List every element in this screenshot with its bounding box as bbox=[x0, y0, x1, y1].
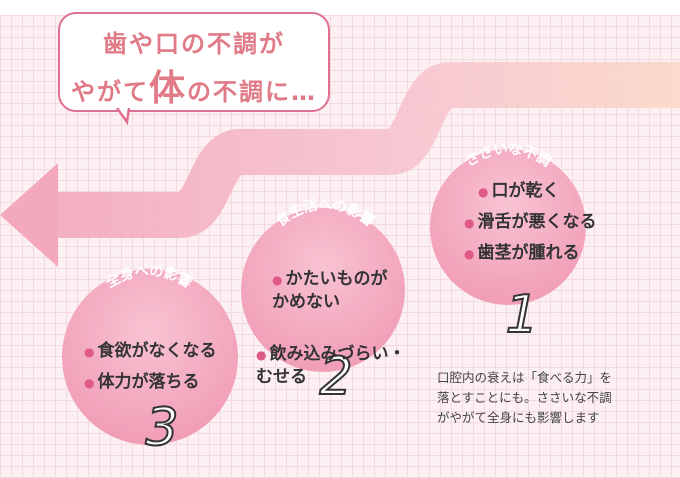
stage-2-number: 2 bbox=[319, 347, 352, 407]
note-text: 口腔内の衰えは「食べる力」を落とすことにも。ささいな不調がやがて全身にも影響しま… bbox=[437, 370, 613, 425]
list-item: ●体力が落ちる bbox=[84, 372, 200, 392]
stage-3-circle bbox=[62, 269, 238, 445]
bubble-tail bbox=[115, 108, 131, 126]
stage-2-items: ●かたいものが かめない ●飲み込みづらい・ むせる bbox=[256, 246, 405, 418]
stage-1-number: 1 bbox=[505, 285, 538, 345]
stage-1-circle bbox=[430, 149, 586, 305]
flow-arrow-head bbox=[0, 163, 58, 267]
list-item: ●食欲がなくなる bbox=[84, 341, 217, 361]
stage-3-number: 3 bbox=[145, 398, 178, 458]
list-item: ●口が乾く bbox=[478, 181, 560, 201]
stage-1-items: ●口が乾く ●滑舌が悪くなる ●歯茎が腫れる bbox=[464, 180, 596, 273]
stage-2-circle bbox=[241, 208, 405, 372]
flow-arrow-body bbox=[50, 62, 680, 238]
list-item: ●かたいものが かめない bbox=[272, 269, 388, 312]
stage-3-items: ●食欲がなくなる ●体力が落ちる bbox=[84, 340, 216, 402]
list-item: ●飲み込みづらい・ むせる bbox=[256, 344, 406, 387]
headline-bubble: 歯や口の不調が やがて体の不調に… bbox=[58, 12, 330, 112]
list-item: ●歯茎が腫れる bbox=[464, 243, 580, 263]
headline-line1: 歯や口の不調が bbox=[103, 30, 285, 58]
list-item: ●滑舌が悪くなる bbox=[464, 212, 597, 232]
headline-line2: やがて体の不調に… bbox=[70, 68, 317, 109]
